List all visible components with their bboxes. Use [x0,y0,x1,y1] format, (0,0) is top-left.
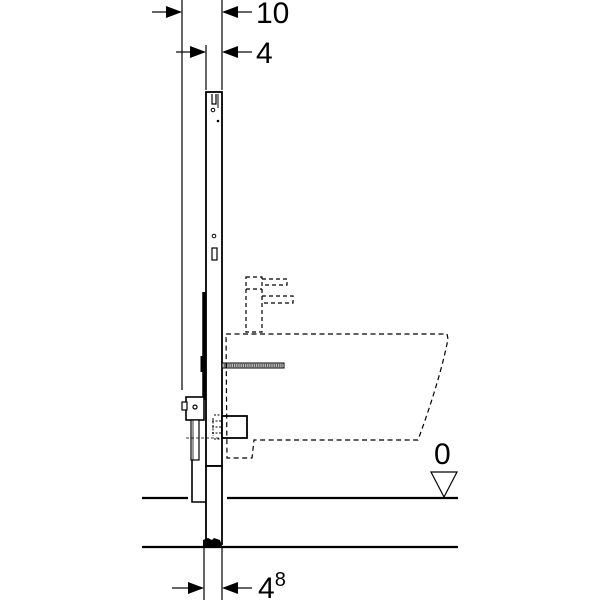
installation-frame [205,91,223,467]
level-label: 0 [434,438,451,471]
arrow-left-icon [222,46,238,58]
mounting-rail [200,292,206,400]
dimension-label-4: 4 [256,37,273,70]
faucet-outline-dashed [245,276,294,333]
hole-icon [216,119,220,123]
dimension-top-inner: 4 [176,37,273,90]
arrow-right-icon [190,46,206,58]
level-triangle-icon [430,471,458,499]
drain-connector [186,414,248,440]
wall-anchor-bracket [181,396,205,461]
slot-icon [211,247,218,261]
arrow-right-icon [188,582,204,594]
arrow-left-icon [222,582,238,594]
threaded-fixing-rod [221,362,285,369]
arrow-right-icon [166,6,182,18]
dimension-label-4-8: 48 [258,569,286,600]
anchor-bolt-icon [203,538,222,546]
dimension-top-outer: 10 [152,0,289,390]
dimension-bottom: 48 [172,548,286,605]
hole-icon [210,107,216,113]
hole-icon [211,233,217,239]
arrow-left-icon [222,6,238,18]
top-clip-icon [211,94,217,105]
bidet-outline-dashed [225,333,449,459]
level-marker: 0 [430,438,458,499]
dimension-label-10: 10 [256,0,289,30]
